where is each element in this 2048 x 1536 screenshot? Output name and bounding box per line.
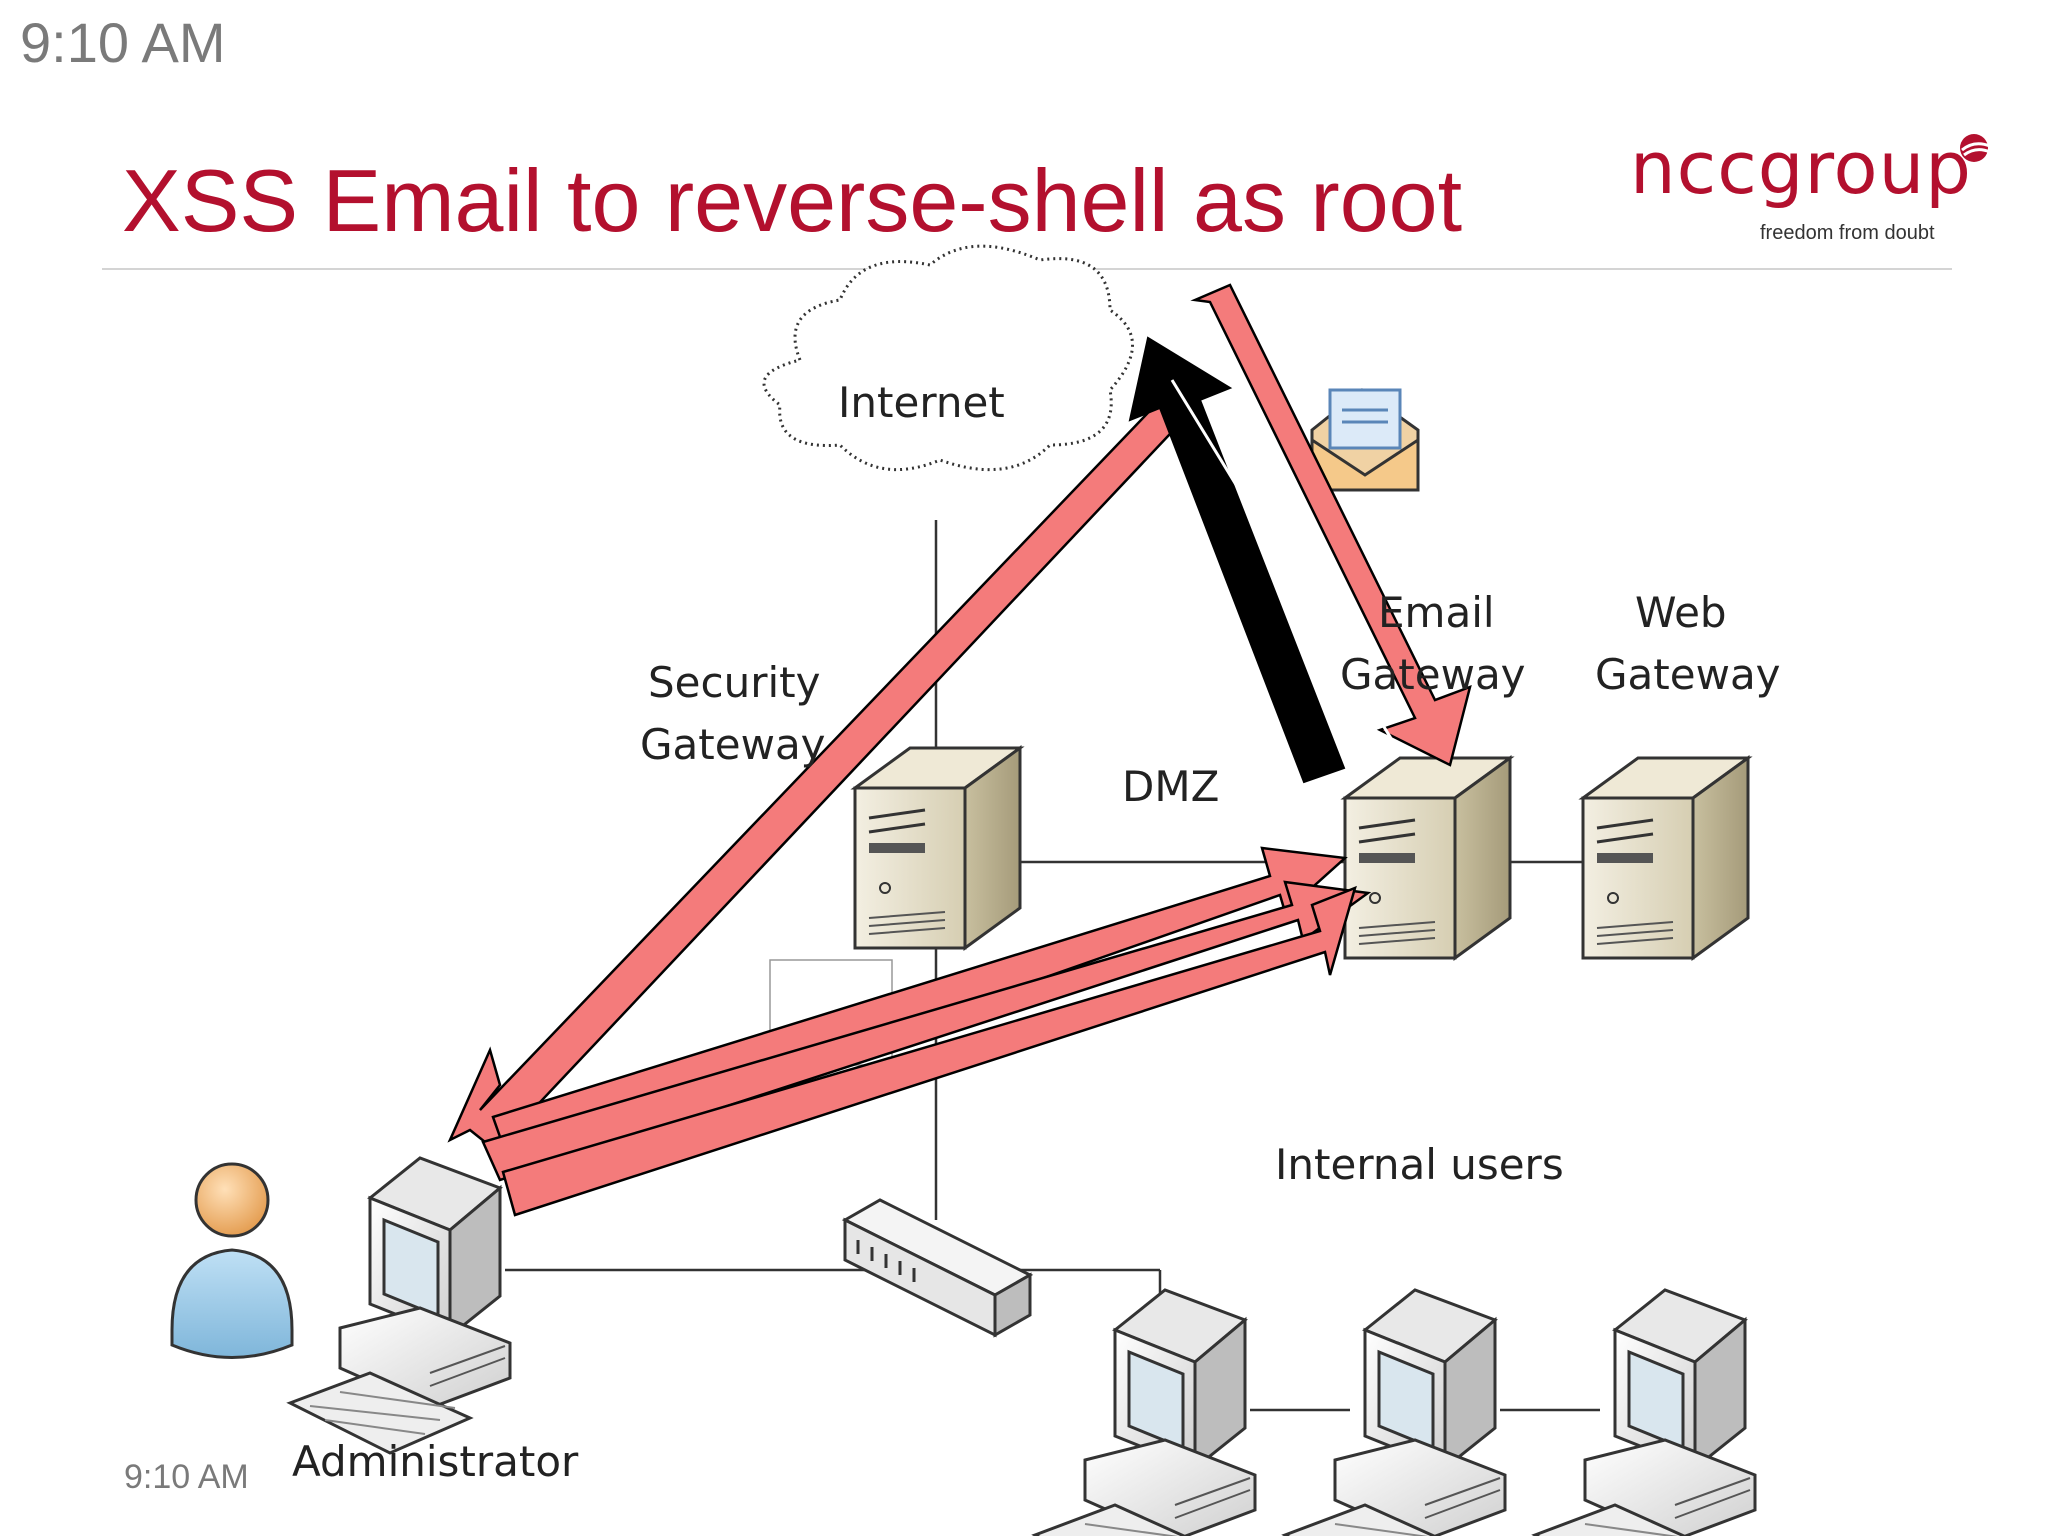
security-gateway-label-line1: Security [648, 658, 821, 707]
nccgroup-logo: nccgroup freedom from doubt [1620, 126, 2000, 250]
internet-label: Internet [838, 378, 1005, 427]
user-icon [170, 1162, 294, 1359]
reverse-shell-arrow [1128, 336, 1346, 784]
web-gateway-label-line2: Gateway [1595, 650, 1781, 699]
web-gateway-label-line1: Web [1635, 588, 1727, 637]
email-gateway-label-line1: Email [1378, 588, 1495, 637]
attack-arrows [447, 283, 1472, 1217]
administrator-computer-icon [288, 1156, 512, 1455]
clock-top: 9:10 AM [20, 11, 226, 74]
cloud-icon [762, 244, 1134, 472]
security-gateway-server-icon [853, 746, 1022, 950]
envelope-icon [1310, 388, 1420, 492]
internal-users-label: Internal users [1275, 1140, 1564, 1189]
clock-bottom: 9:10 AM [124, 1458, 249, 1496]
internal-user-computer-icon [1033, 1288, 1257, 1536]
logo-tagline: freedom from doubt [1760, 222, 1935, 244]
internal-user-computer-icon [1283, 1288, 1507, 1536]
slide-title: XSS Email to reverse-shell as root [122, 151, 1463, 250]
email-gateway-server-icon [1343, 756, 1512, 960]
arrow-administrator-to-email-gateway-3 [501, 885, 1357, 1217]
web-gateway-server-icon [1581, 756, 1750, 960]
logo-wordmark: nccgroup [1630, 126, 1972, 210]
network-switch-icon [841, 1198, 1034, 1338]
email-gateway-label-line2: Gateway [1340, 650, 1526, 699]
internal-user-computer-icon [1533, 1288, 1757, 1536]
security-gateway-label-line2: Gateway [640, 720, 826, 769]
dmz-label: DMZ [1122, 762, 1220, 811]
reverse-shell-arrow-highlight [1170, 379, 1394, 741]
administrator-label: Administrator [292, 1437, 579, 1486]
logo-swoosh-icon [1960, 134, 1991, 162]
arrow-internet-to-email-gateway [1190, 283, 1472, 767]
